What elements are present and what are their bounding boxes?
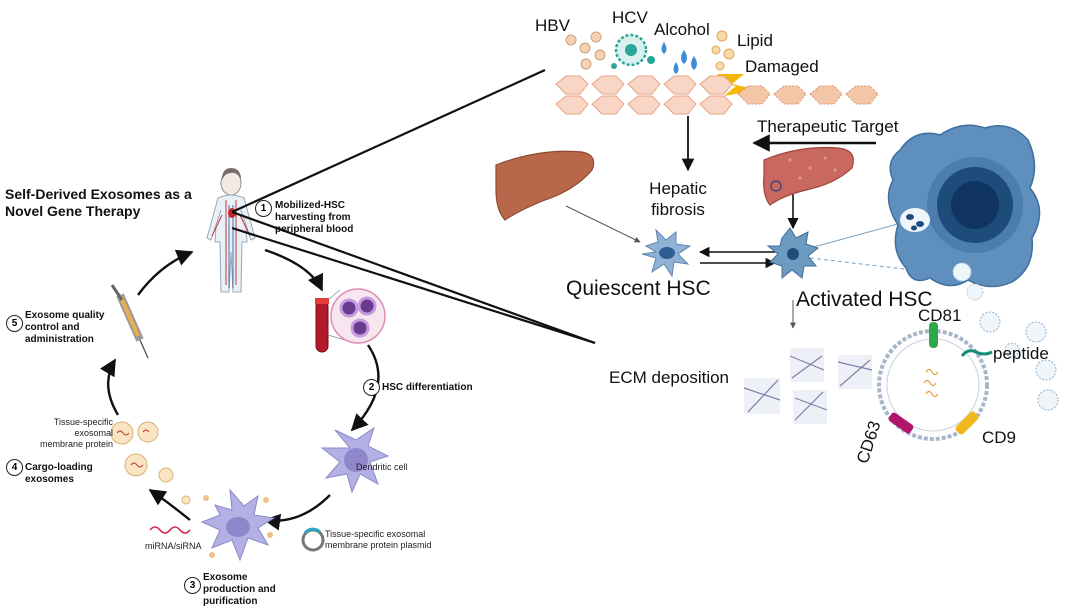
step-2-number: 2 — [363, 379, 380, 396]
step-2-label: HSC differentiation — [382, 382, 473, 393]
macrophage-icon — [887, 124, 1041, 301]
human-body-icon — [206, 168, 256, 293]
arrow-liver-to-qhsc — [565, 205, 641, 243]
zoom-line-middle — [231, 226, 596, 345]
cycle-arrow-4-5 — [100, 358, 120, 416]
plasmid-icon — [301, 527, 325, 552]
step-5-label: Exosome quality control and administrati… — [25, 310, 105, 345]
hepatocyte-row — [555, 75, 879, 115]
peptide-marker — [960, 349, 993, 357]
cd63-marker — [888, 412, 914, 434]
hcv-icon — [611, 33, 655, 69]
cycle-arrow-3-4a — [263, 494, 331, 531]
stem-cells-icon — [330, 288, 386, 344]
quiescent-hsc-icon — [641, 228, 692, 278]
mirna-icon — [149, 526, 191, 534]
plasmid-label: Tissue-specific exosomal membrane protei… — [325, 529, 432, 550]
zoom-line-upper — [231, 68, 546, 214]
step-1-label: Mobilized-HSC harvesting from peripheral… — [275, 200, 354, 235]
cd81-label: CD81 — [918, 306, 962, 325]
lipid-label: Lipid — [737, 31, 773, 50]
hbv-icons — [565, 31, 606, 70]
step-4-label: Cargo-loading exosomes — [25, 462, 93, 485]
dendritic-cell-label: Dendritic cell — [356, 462, 408, 472]
cd81-marker — [929, 322, 938, 348]
floating-exosomes-icon — [979, 311, 1059, 411]
panel-title: Self-Derived Exosomes as a Novel Gene Th… — [5, 186, 192, 219]
hepatic-fibrosis-label: Hepatic fibrosis — [649, 179, 707, 219]
quiescent-hsc-label: Quiescent HSC — [566, 277, 711, 300]
blood-tube-icon — [315, 298, 329, 353]
step-5-number: 5 — [6, 315, 23, 332]
hbv-label: HBV — [535, 16, 570, 35]
step-1-number: 1 — [255, 200, 272, 217]
cycle-arrow-1-2 — [264, 248, 324, 292]
syringe-icon — [110, 284, 149, 359]
alcohol-label: Alcohol — [654, 20, 710, 39]
cd9-label: CD9 — [982, 428, 1017, 447]
step-4-number: 4 — [6, 459, 23, 476]
dendritic-cell-icon — [320, 426, 390, 494]
activated-hsc-icon — [766, 227, 820, 280]
membrane-protein-label: Tissue-specific exosomal membrane protei… — [39, 417, 113, 449]
alcohol-drops-icon — [661, 42, 697, 74]
mirna-label: miRNA/siRNA — [145, 541, 202, 551]
ecm-fibers-icon — [743, 348, 873, 424]
damaged-label: Damaged — [745, 57, 819, 76]
step-3-number: 3 — [184, 577, 201, 594]
cycle-arrow-3-4b — [148, 489, 191, 521]
zoom-line-lower — [231, 210, 596, 345]
lipid-icons — [711, 30, 735, 71]
step-3-label: Exosome production and purification — [203, 572, 276, 607]
therapeutic-target-label: Therapeutic Target — [757, 117, 899, 136]
damaged-liver-icon — [763, 146, 854, 206]
activated-hsc-label: Activated HSC — [796, 288, 933, 311]
healthy-liver-icon — [495, 150, 595, 221]
producer-cell-icon — [200, 488, 276, 562]
cargo-exosomes-icon — [110, 421, 191, 505]
cd9-marker — [955, 411, 979, 435]
peptide-label: peptide — [993, 344, 1049, 363]
cycle-arrow-5-1 — [137, 249, 194, 296]
hcv-label: HCV — [612, 8, 648, 27]
link-ahsc-macrophage — [809, 221, 906, 249]
exosome-diagram-icon — [877, 322, 993, 441]
ecm-deposition-label: ECM deposition — [609, 368, 730, 387]
